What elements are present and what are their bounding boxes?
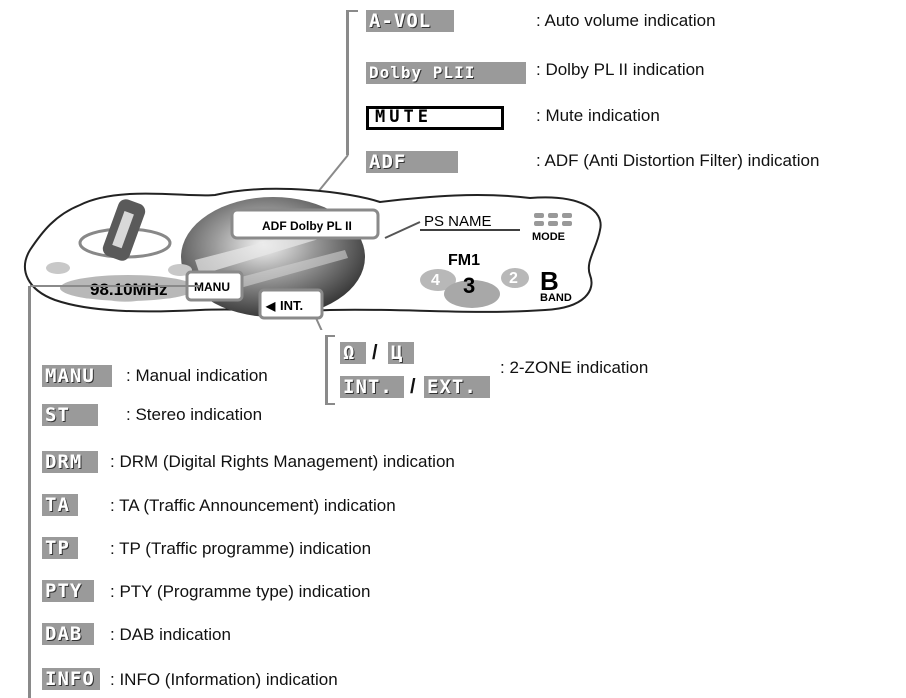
preset-2-bg — [501, 268, 529, 288]
zone-icon-a: Ω — [340, 342, 366, 364]
mute-lcd-icon: MUTE — [366, 106, 504, 130]
frequency-pill-bg — [60, 275, 196, 301]
adf-description: : ADF (Anti Distortion Filter) indicatio… — [536, 151, 820, 170]
fm-band-text: FM1 — [448, 252, 480, 269]
dolby-description: : Dolby PL II indication — [536, 60, 705, 79]
st-description: : Stereo indication — [126, 405, 263, 424]
zone-bracket-vertical — [325, 335, 328, 405]
preset-3-text: 3 — [463, 273, 475, 298]
dab-description: : DAB indication — [110, 625, 231, 644]
band-letter-text: B — [540, 266, 559, 296]
manu-display-text: MANU — [194, 280, 230, 294]
info-description: : INFO (Information) indication — [110, 670, 338, 689]
int-box — [258, 288, 324, 320]
dolby-lcd-icon: Dolby PLII — [366, 62, 526, 84]
manu-lcd-icon: MANU — [42, 365, 112, 387]
manu-description: : Manual indication — [126, 366, 268, 385]
top-bracket-tick — [346, 10, 358, 12]
zone-bracket-bottom — [325, 403, 335, 405]
pty-description: : PTY (Programme type) indication — [110, 582, 371, 601]
display-illustration: 98.10MHz MANU ADF Dolby PL II PS NAME MO… — [24, 154, 602, 330]
int-display-text: INT. — [280, 298, 303, 313]
zone-int-icon: INT. — [340, 376, 404, 398]
preset-2-text: 2 — [509, 270, 518, 287]
dab-lcd-icon: DAB — [42, 623, 94, 645]
frequency-text: 98.10MHz — [90, 280, 167, 299]
info-lcd-icon: INFO — [42, 668, 100, 690]
avol-lcd-icon: A-VOL — [366, 10, 454, 32]
adf-dolby-text: ADF Dolby PL II — [262, 219, 352, 233]
drm-description: : DRM (Digital Rights Management) indica… — [110, 452, 455, 471]
adf-dolby-box — [230, 208, 380, 240]
st-lcd-icon: ST — [42, 404, 98, 426]
zone-description: : 2-ZONE indication — [500, 358, 649, 377]
mode-text: MODE — [532, 231, 565, 243]
drm-lcd-icon: DRM — [42, 451, 98, 473]
avol-description: : Auto volume indication — [536, 11, 716, 30]
left-dot-1 — [46, 262, 70, 274]
preset-4-bg — [420, 269, 456, 291]
zone-slash-1: / — [372, 342, 378, 364]
tp-description: : TP (Traffic programme) indication — [110, 539, 372, 558]
zone-icon-b: Ц — [388, 342, 414, 364]
int-connector-line — [315, 317, 323, 330]
mute-description: : Mute indication — [536, 106, 660, 125]
tp-lcd-icon: TP — [42, 537, 78, 559]
adf-lcd-icon: ADF — [366, 151, 458, 173]
pty-lcd-icon: PTY — [42, 580, 94, 602]
preset-3-bg — [444, 280, 500, 308]
preset-4-text: 4 — [431, 272, 440, 289]
band-text: BAND — [540, 292, 572, 304]
zone-bracket-top — [325, 335, 335, 337]
ta-description: : TA (Traffic Announcement) indication — [110, 496, 396, 515]
bottom-bracket-vertical — [28, 286, 31, 698]
zone-slash-2: / — [410, 376, 416, 398]
zone-ext-icon: EXT. — [424, 376, 490, 398]
top-bracket-vertical — [346, 10, 349, 155]
speaker-icon: ◀ — [265, 299, 276, 313]
ta-lcd-icon: TA — [42, 494, 78, 516]
ps-name-text: PS NAME — [424, 213, 492, 230]
left-dot-2 — [168, 264, 192, 276]
disc-streak-2 — [210, 250, 348, 295]
